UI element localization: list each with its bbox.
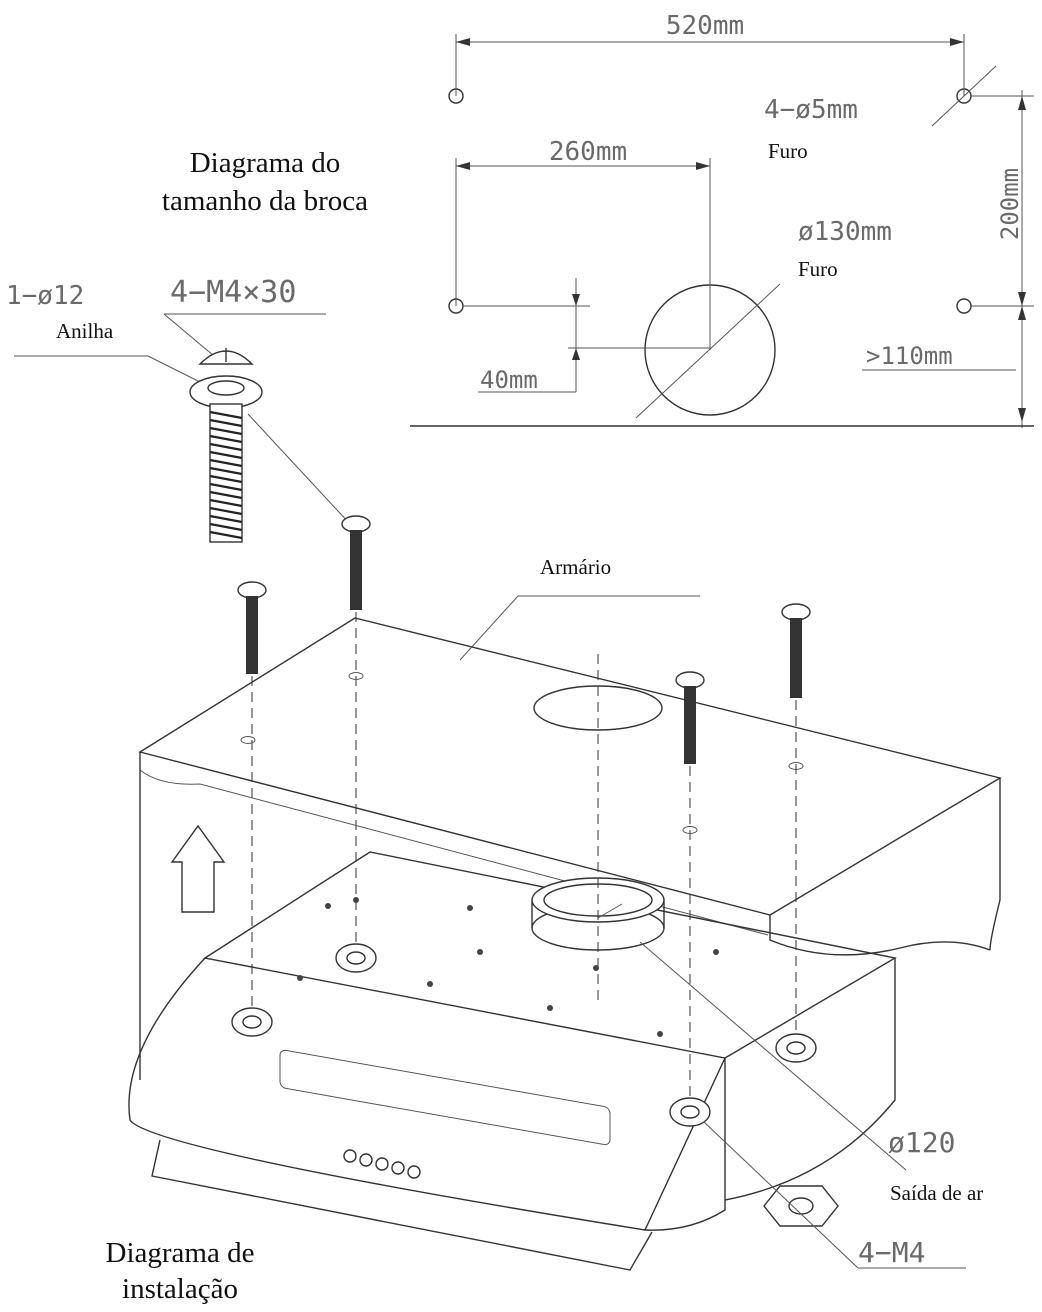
drill-diagram-title-line2: tamanho da broca xyxy=(162,185,368,217)
dim-offset: 40mm xyxy=(480,366,538,394)
dim-height: 200mm xyxy=(996,168,1024,240)
drill-size-diagram: 520mm 260mm 40mm 200mm >110mm 4−ø5mm xyxy=(162,11,1034,428)
screw-icon xyxy=(341,515,371,950)
washer-icon xyxy=(335,943,377,973)
screw-icon xyxy=(781,603,811,1040)
big-hole-spec: ø130mm xyxy=(798,217,892,247)
air-outlet-collar xyxy=(531,654,665,1000)
washer-label: Anilha xyxy=(56,319,114,343)
control-buttons xyxy=(343,1149,421,1179)
dim-half-width: 260mm xyxy=(549,137,627,167)
small-holes-label: Furo xyxy=(768,139,808,163)
washer-icon xyxy=(231,1007,273,1037)
screw-spec: 4−M4×30 xyxy=(170,275,296,310)
washer-icon xyxy=(775,1033,817,1063)
small-holes-spec: 4−ø5mm xyxy=(764,95,858,125)
outlet-label: Saída de ar xyxy=(890,1181,983,1205)
big-hole-label: Furo xyxy=(798,257,838,281)
screw-icon xyxy=(675,671,705,1105)
up-arrow-icon xyxy=(170,824,226,913)
screw-icon xyxy=(237,581,267,1010)
outlet-spec: ø120 xyxy=(888,1126,955,1159)
washer-spec: 1−ø12 xyxy=(6,281,84,311)
cabinet-label: Armário xyxy=(540,555,611,579)
washer-icon xyxy=(669,1097,711,1127)
nut-icon xyxy=(763,1185,839,1227)
installation-title-line2: instalação xyxy=(122,1273,238,1305)
installation-title-line1: Diagrama de xyxy=(106,1237,255,1269)
nut-spec: 4−M4 xyxy=(858,1236,925,1269)
cabinet: Armário xyxy=(138,555,1002,1080)
installation-diagram: 1−ø12 4−M4×30 Anilha xyxy=(6,275,1002,1305)
mount-hole-bottom-right xyxy=(956,298,972,314)
drill-diagram-title-line1: Diagrama do xyxy=(190,147,341,179)
dim-clearance: >110mm xyxy=(866,342,953,370)
range-hood xyxy=(128,654,897,1271)
screw-detail-icon xyxy=(189,348,263,543)
dim-width-total: 520mm xyxy=(666,11,744,41)
